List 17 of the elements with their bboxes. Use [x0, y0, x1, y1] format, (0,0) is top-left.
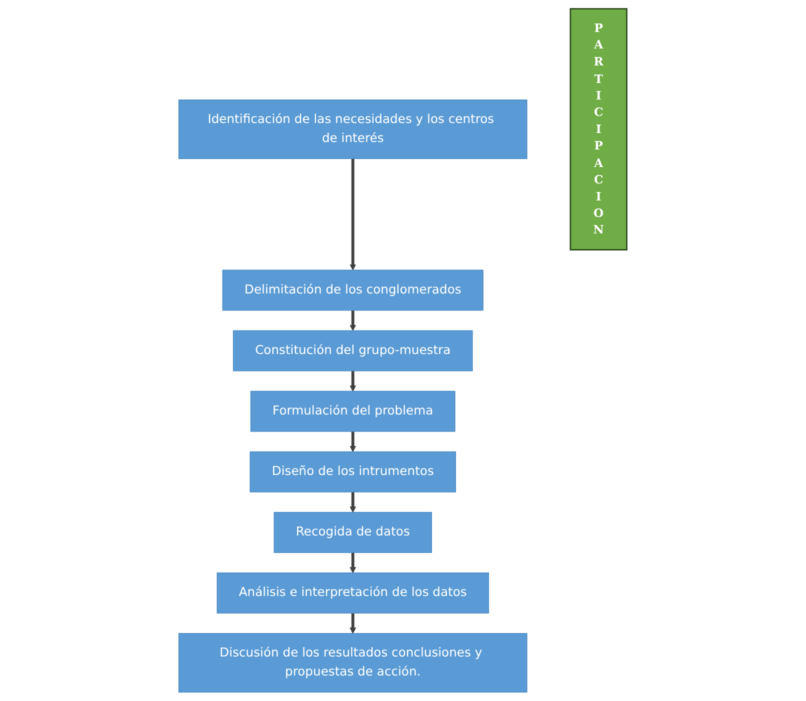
node-box: [274, 512, 432, 553]
node-box: [250, 451, 456, 492]
node-box: [570, 8, 628, 250]
node-box: [233, 330, 474, 372]
arrow: [350, 158, 356, 270]
node-box: [178, 100, 528, 160]
node-box: [178, 633, 528, 693]
arrow: [350, 370, 356, 392]
arrow: [350, 431, 356, 452]
flowchart: Identificación de las necesidades y los centros de interés Delimitación de los conglomerados Constitución del grupo-muestra Formulación del problema Diseño de los intrumentos Recogida de datos Análisis e interpretación de los datos Discusión de los resultados conclusiones y propuestas de acción. PARTICIPACION: [173, 3, 633, 698]
arrow: [350, 552, 356, 574]
arrow: [350, 310, 356, 331]
node-box: [216, 572, 490, 614]
node-box: [222, 270, 484, 311]
node-box: [250, 390, 456, 432]
arrow: [350, 492, 356, 513]
arrow: [350, 613, 356, 634]
